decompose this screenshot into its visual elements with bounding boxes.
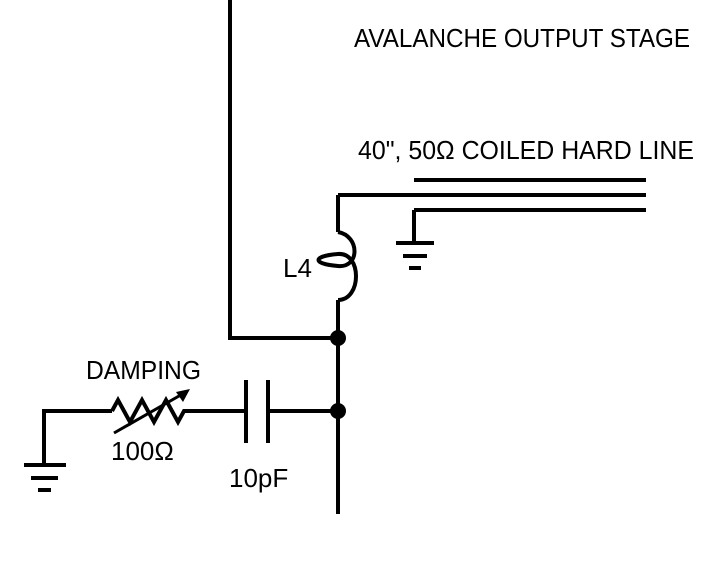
hard-line-coax-symbol <box>338 178 646 242</box>
damping-variable-resistor <box>42 389 190 443</box>
capacitor-value-label: 10pF <box>229 463 288 493</box>
coax-ground-symbol <box>396 241 434 270</box>
resistor-ground-symbol <box>24 443 66 492</box>
resistor-value-label: 100Ω <box>111 436 174 466</box>
damping-label: DAMPING <box>86 355 201 385</box>
variable-arrow-icon <box>113 390 187 435</box>
inductor-label: L4 <box>283 253 312 283</box>
stage-feed-wire <box>228 0 338 340</box>
capacitor-10pf <box>190 380 338 443</box>
inductor-l4 <box>316 195 358 302</box>
hard-line-label: 40", 50Ω COILED HARD LINE <box>358 135 694 165</box>
junction-dot-upper <box>330 330 346 346</box>
arrowhead-icon <box>176 389 190 402</box>
stage-title-label: AVALANCHE OUTPUT STAGE <box>354 23 690 53</box>
